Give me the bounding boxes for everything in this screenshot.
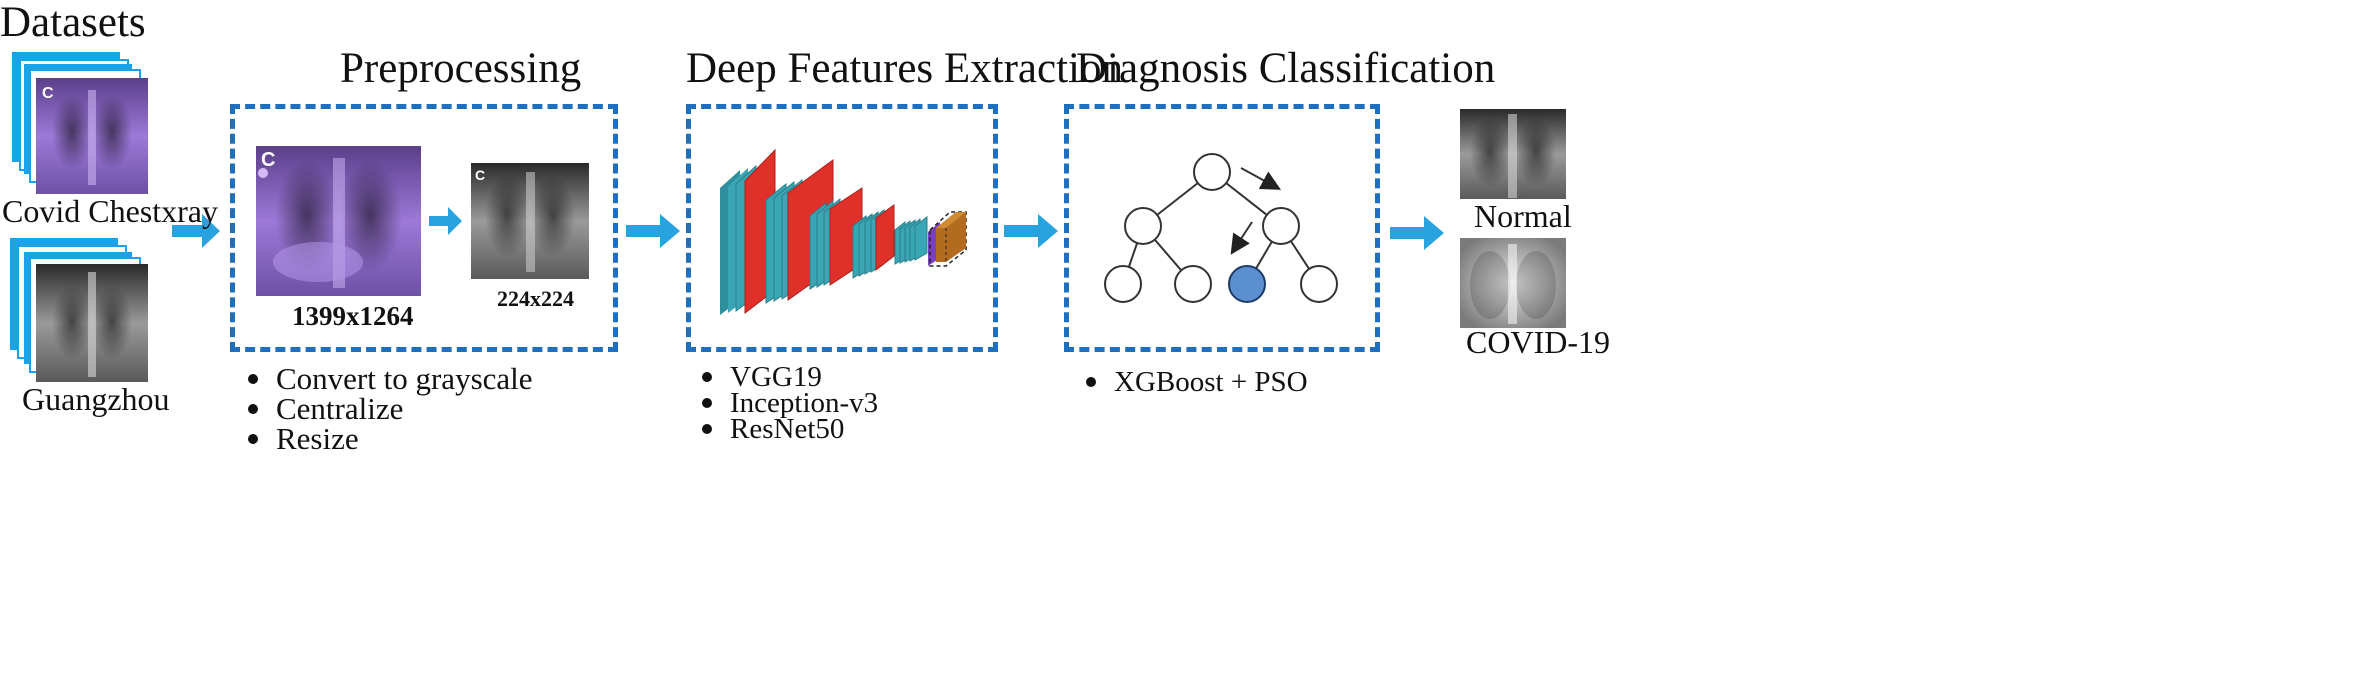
tree-leaf-node [1174, 265, 1212, 303]
traversal-arrow [1240, 167, 1282, 190]
arrow-preprocessing-to-extraction [626, 214, 680, 248]
normal-output-image [1460, 109, 1566, 199]
extraction-box [686, 104, 998, 352]
list-item: Resize [240, 423, 533, 454]
tree-root-node [1193, 153, 1231, 191]
tree-node [1262, 207, 1300, 245]
tree-leaf-node [1104, 265, 1142, 303]
svg-text:C: C [42, 85, 54, 102]
cnn-architecture [720, 148, 967, 315]
tree-selected-leaf-node [1228, 265, 1266, 303]
guangzhou-dataset-stack [10, 238, 148, 382]
traversal-arrow [1230, 221, 1253, 255]
list-item: VGG19 [694, 363, 878, 392]
svg-text:C: C [475, 167, 485, 183]
extraction-models-list: VGG19 Inception-v3 ResNet50 [694, 363, 878, 444]
resized-xray-image: C [471, 163, 589, 279]
arrow-classification-to-output [1390, 216, 1444, 250]
list-item: Inception-v3 [694, 389, 878, 418]
extraction-title: Deep Features Extraction [686, 45, 1123, 92]
resized-size-label: 224x224 [497, 286, 574, 311]
tree-node [1124, 207, 1162, 245]
preprocessing-title: Preprocessing [340, 45, 582, 92]
arrow-extraction-to-classification [1004, 214, 1058, 248]
covid-output-label: COVID-19 [1466, 324, 1610, 360]
preprocessing-steps-list: Convert to grayscale Centralize Resize [240, 363, 533, 454]
covid-output-image [1460, 238, 1566, 328]
decision-tree [1104, 153, 1338, 303]
original-size-label: 1399x1264 [292, 301, 414, 331]
svg-text:C: C [261, 149, 275, 171]
original-xray-image: C [256, 146, 421, 296]
arrow-datasets-to-preprocessing [172, 214, 220, 248]
flow-arrows [172, 207, 1444, 250]
datasets-title: Datasets [0, 0, 146, 46]
classification-title: Diagnosis Classification [1076, 45, 1496, 92]
arrow-resize [429, 207, 462, 235]
tree-leaf-node [1300, 265, 1338, 303]
list-item: Convert to grayscale [240, 363, 533, 394]
guangzhou-dataset-label: Guangzhou [22, 381, 170, 417]
preprocessing-box [230, 104, 618, 352]
list-item: ResNet50 [694, 415, 878, 444]
normal-output-label: Normal [1474, 198, 1572, 234]
covid-dataset-label: Covid Chestxray [2, 193, 218, 229]
list-item: Centralize [240, 393, 533, 424]
classification-methods-list: XGBoost + PSO [1078, 366, 1308, 398]
list-item: XGBoost + PSO [1078, 366, 1308, 398]
classification-box [1064, 104, 1380, 352]
covid-dataset-stack: C [12, 52, 148, 194]
